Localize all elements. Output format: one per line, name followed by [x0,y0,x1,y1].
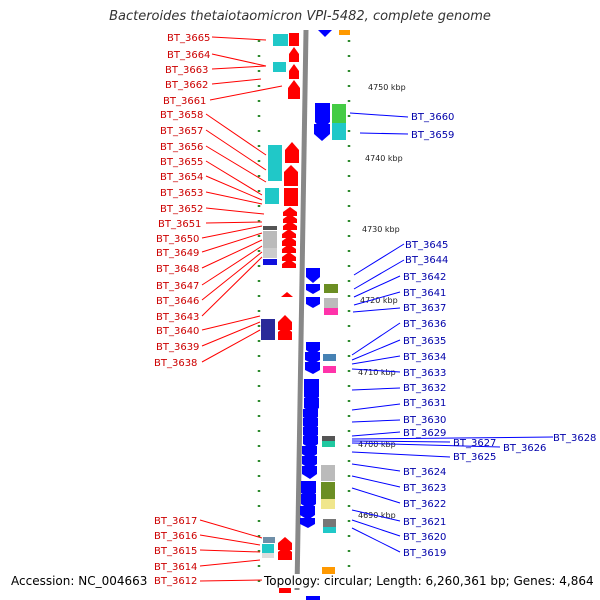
gene-label[interactable]: BT_3625 [453,452,496,463]
gene-label[interactable]: BT_3663 [165,65,208,76]
topology-text: Topology: circular; Length: 6,260,361 bp… [262,574,596,588]
left-feature-blocks[interactable] [261,34,288,558]
gene-label[interactable]: BT_3641 [403,288,446,299]
gene-label[interactable]: BT_3636 [403,319,446,330]
gene-label[interactable]: BT_3642 [403,272,446,283]
gene-label[interactable]: BT_3635 [403,336,446,347]
ruler-label: 4750 kbp [368,83,406,92]
gene-label[interactable]: BT_3656 [160,142,203,153]
gene-label[interactable]: BT_3630 [403,415,446,426]
gene-label[interactable]: BT_3626 [503,443,546,454]
gene-label[interactable]: BT_3654 [160,172,203,183]
ruler-label: 4700 kbp [358,440,396,449]
gene-label[interactable]: BT_3659 [411,130,454,141]
right-feature-blocks[interactable] [321,30,350,574]
gene-label[interactable]: BT_3644 [405,255,448,266]
genome-backbone [294,29,309,591]
gene-label[interactable]: BT_3624 [403,467,446,478]
gene-label[interactable]: BT_3633 [403,368,446,379]
gene-label[interactable]: BT_3637 [403,303,446,314]
gene-label[interactable]: BT_3652 [160,204,203,215]
gene-label[interactable]: BT_3650 [156,234,199,245]
gene-label[interactable]: BT_3640 [156,326,199,337]
gene-label[interactable]: BT_3649 [156,248,199,259]
gene-label[interactable]: BT_3615 [154,546,197,557]
gene-label[interactable]: BT_3643 [156,312,199,323]
gene-label[interactable]: BT_3664 [167,50,210,61]
gene-label[interactable]: BT_3614 [154,562,197,573]
ruler-label: 4740 kbp [365,154,403,163]
gene-label[interactable]: BT_3623 [403,483,446,494]
gene-label[interactable]: BT_3638 [154,358,197,369]
gene-label[interactable]: BT_3627 [453,438,496,449]
left-gene-labels: BT_3665 BT_3664 BT_3663 BT_3662 BT_3661 … [154,33,210,587]
gene-label[interactable]: BT_3617 [154,516,197,527]
gene-label[interactable]: BT_3645 [405,240,448,251]
gene-label[interactable]: BT_3665 [167,33,210,44]
gene-label[interactable]: BT_3660 [411,112,454,123]
ruler-label: 4730 kbp [362,225,400,234]
gene-label[interactable]: BT_3622 [403,499,446,510]
gene-label[interactable]: BT_3657 [160,126,203,137]
gene-label[interactable]: BT_3631 [403,398,446,409]
gene-label[interactable]: BT_3619 [403,548,446,559]
gene-label[interactable]: BT_3620 [403,532,446,543]
gene-label[interactable]: BT_3647 [156,281,199,292]
gene-label[interactable]: BT_3629 [403,428,446,439]
ruler-label: 4710 kbp [358,368,396,377]
ruler-label: 4720 kbp [360,296,398,305]
reverse-genes[interactable] [300,30,332,600]
gene-label[interactable]: BT_3612 [154,576,197,587]
gene-label[interactable]: BT_3662 [165,80,208,91]
gene-label[interactable]: BT_3646 [156,296,199,307]
gene-label[interactable]: BT_3653 [160,188,203,199]
gene-label[interactable]: BT_3639 [156,342,199,353]
gene-label[interactable]: BT_3658 [160,110,203,121]
map-title: Bacteroides thetaiotaomicron VPI-5482, c… [109,9,491,24]
accession-text: Accession: NC_004663 [9,574,150,588]
gene-label[interactable]: BT_3632 [403,383,446,394]
gene-label[interactable]: BT_3655 [160,157,203,168]
gene-label[interactable]: BT_3648 [156,264,199,275]
forward-genes[interactable] [278,33,300,593]
left-leader-lines [199,36,283,582]
right-gene-labels: BT_3660 BT_3659 BT_3645 BT_3644 BT_3642 … [403,112,596,559]
gene-label[interactable]: BT_3661 [163,96,206,107]
gene-label[interactable]: BT_3616 [154,531,197,542]
right-leader-lines [349,112,554,553]
gene-label[interactable]: BT_3634 [403,352,446,363]
gene-label[interactable]: BT_3628 [553,433,596,444]
gene-label[interactable]: BT_3651 [158,219,201,230]
gene-label[interactable]: BT_3621 [403,517,446,528]
